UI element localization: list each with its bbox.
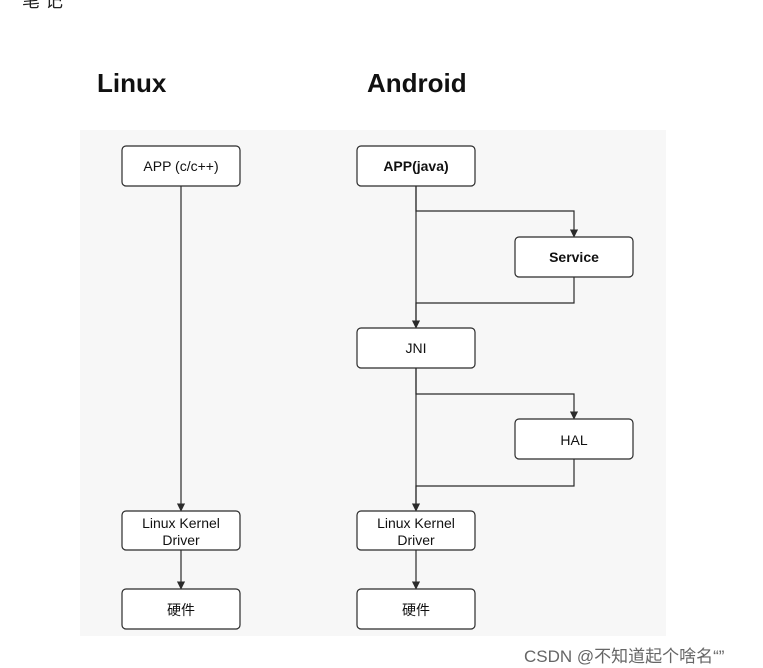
android-hardware-label: 硬件 — [402, 602, 430, 618]
watermark: CSDN @不知道起个啥名“” — [524, 647, 725, 666]
android-jni-node: JNI — [356, 327, 476, 369]
linux-hardware-label: 硬件 — [167, 602, 195, 618]
linux-app-label: APP (c/c++) — [143, 158, 218, 174]
android-hal-to-kernel-arrow — [411, 459, 575, 512]
android-kernel-label-line2: Driver — [397, 532, 435, 548]
diagram-background — [80, 130, 666, 636]
android-service-to-jni-arrow — [411, 277, 575, 329]
android-hal-label: HAL — [560, 432, 587, 448]
linux-kernel-label-line1: Linux Kernel — [142, 515, 220, 531]
android-jni-to-hal-arrow — [415, 368, 579, 420]
linux-kernel-driver-node: Linux Kernel Driver — [121, 510, 241, 551]
android-service-label: Service — [549, 249, 599, 265]
android-hal-node: HAL — [514, 418, 634, 460]
android-jni-label: JNI — [406, 340, 427, 356]
android-title: Android — [367, 68, 467, 98]
android-service-node: Service — [514, 236, 634, 278]
android-kernel-label-line1: Linux Kernel — [377, 515, 455, 531]
linux-kernel-label-line2: Driver — [162, 532, 200, 548]
android-app-label: APP(java) — [383, 158, 448, 174]
android-hardware-node: 硬件 — [356, 588, 476, 630]
linux-hardware-node: 硬件 — [121, 588, 241, 630]
linux-title: Linux — [97, 68, 167, 98]
android-app-node: APP(java) — [356, 145, 476, 187]
linux-app-node: APP (c/c++) — [121, 145, 241, 187]
android-kernel-driver-node: Linux Kernel Driver — [356, 510, 476, 551]
android-app-to-service-arrow — [415, 186, 579, 238]
cut-off-top-text: 笔 记 — [22, 0, 64, 11]
